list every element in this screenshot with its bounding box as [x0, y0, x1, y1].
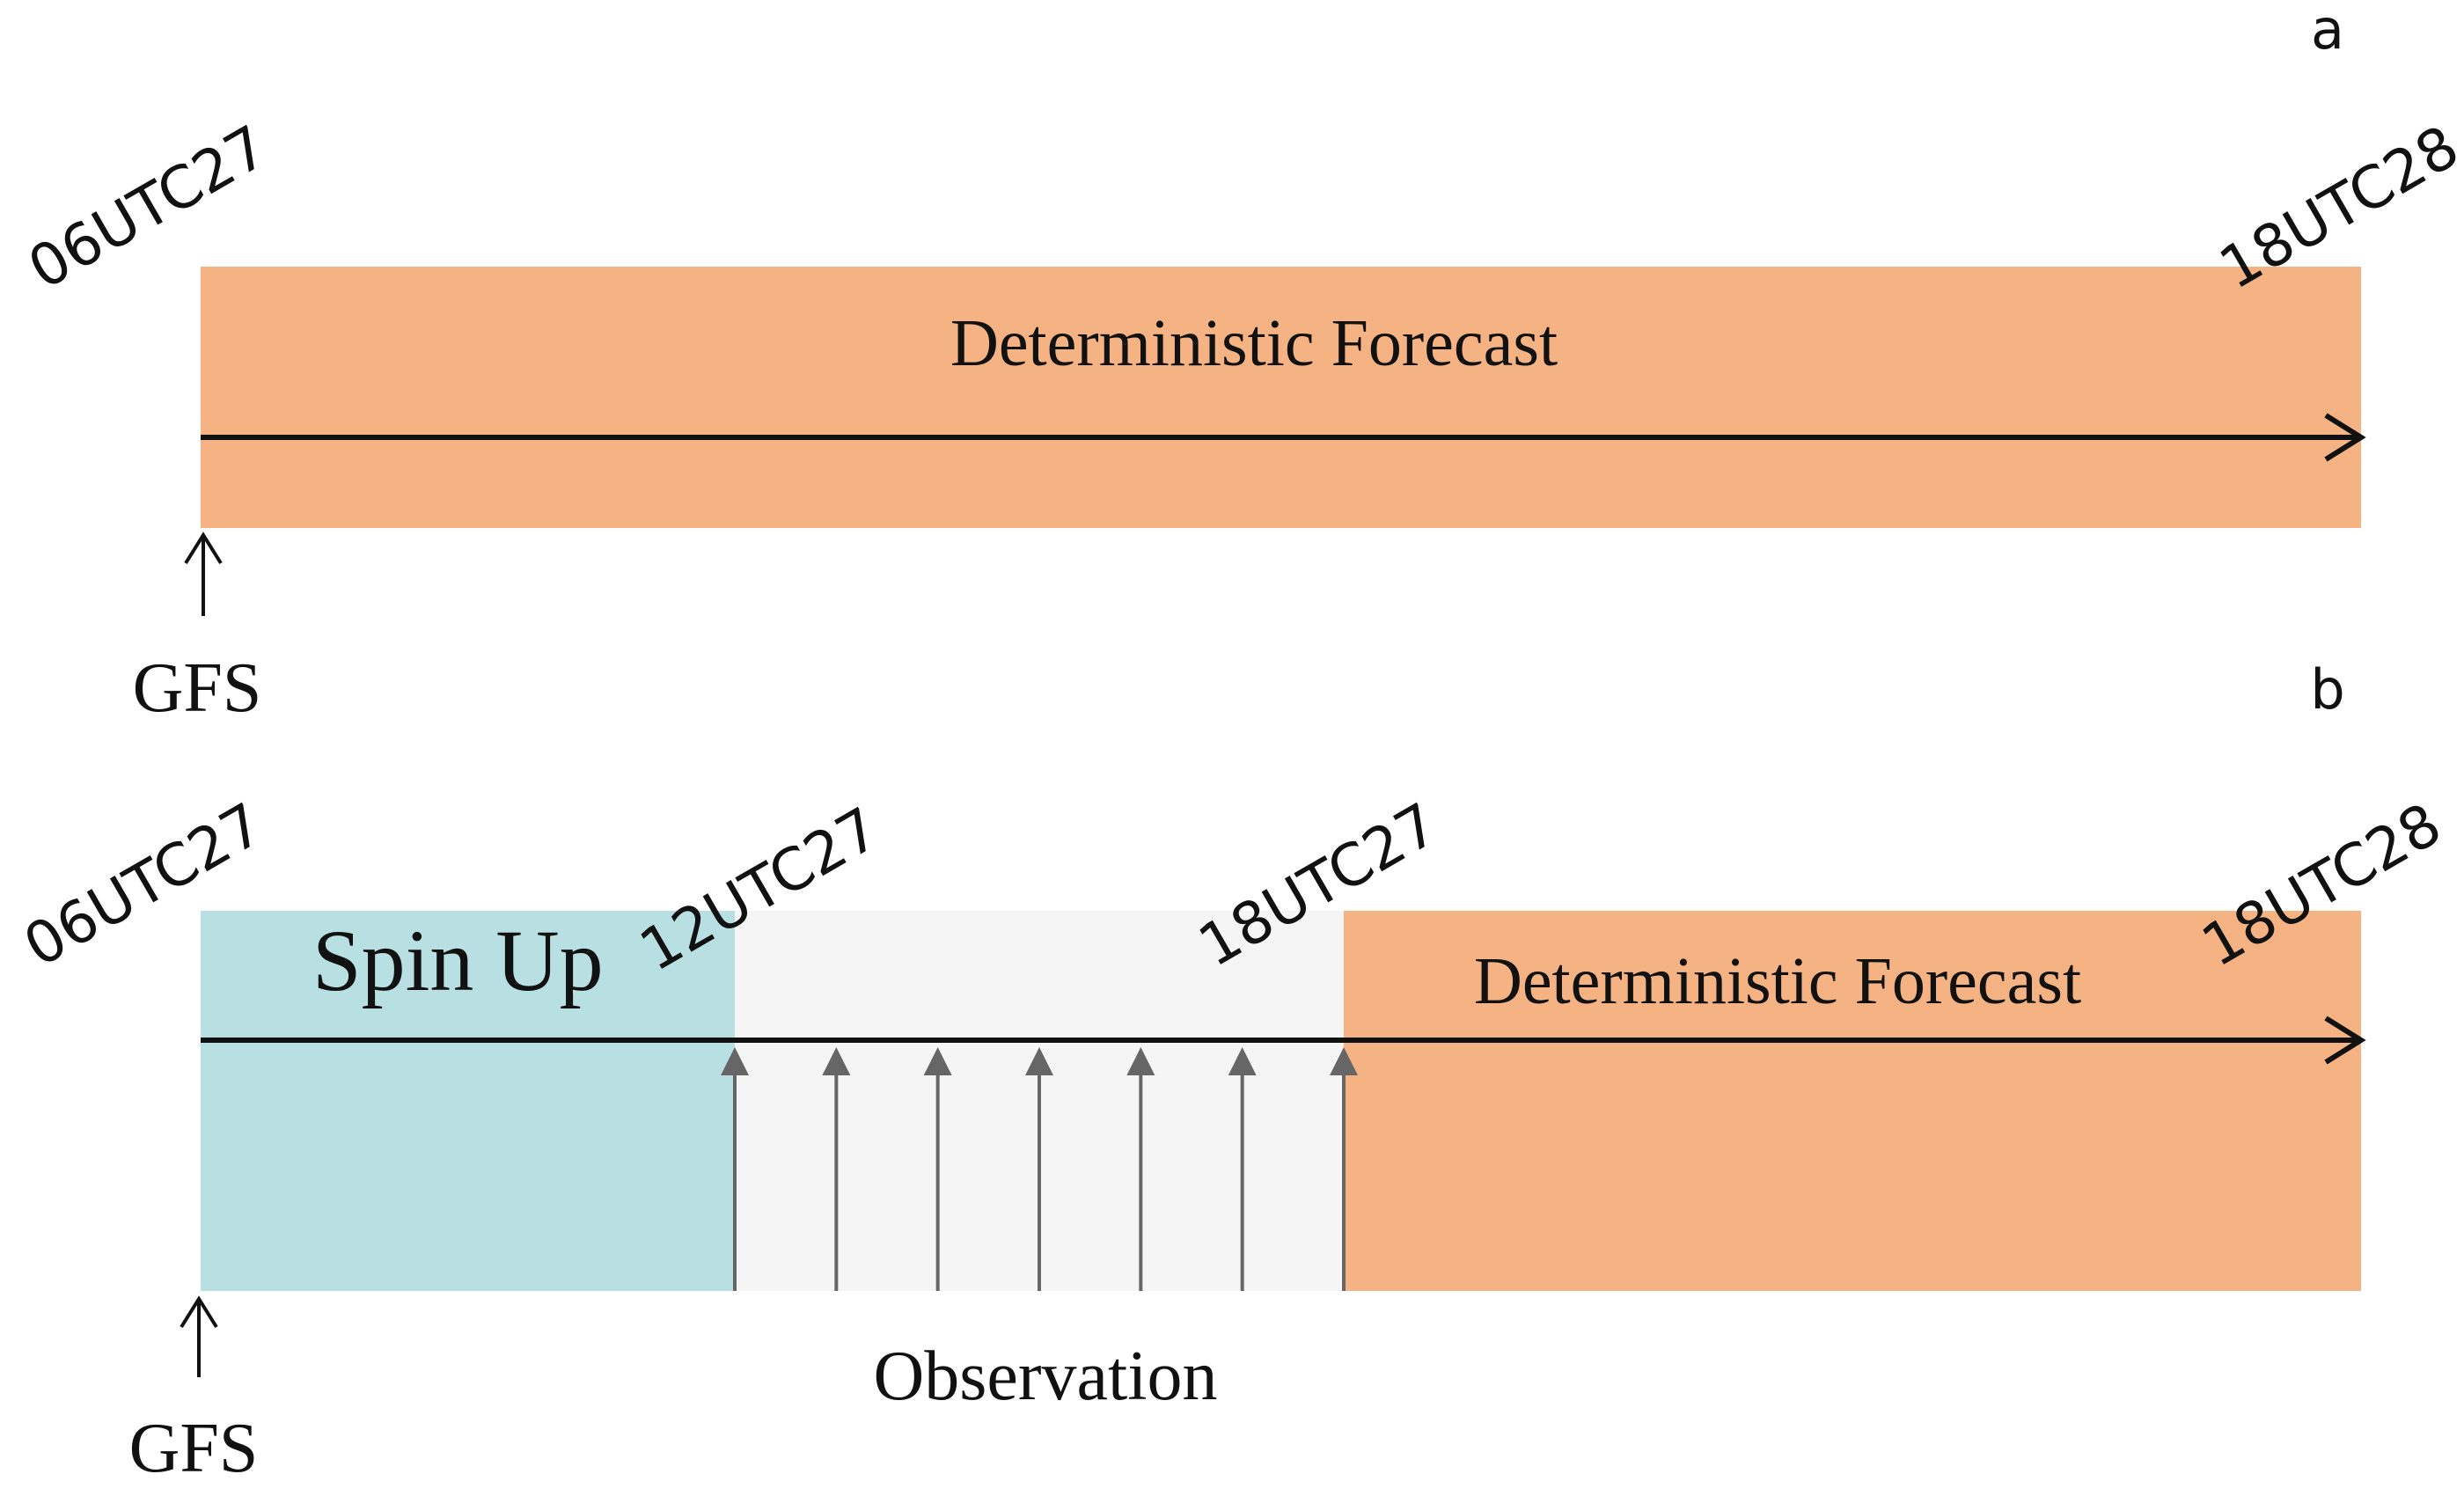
observation-arrow [721, 1047, 749, 1291]
time-axis-arrow [201, 413, 2366, 462]
panel-a-letter: a [2311, 0, 2344, 62]
time-axis-arrow [201, 1016, 2366, 1065]
observation-label: Observation [873, 1338, 1217, 1415]
observation-arrow [1330, 1047, 1358, 1291]
forecast-box [201, 267, 2361, 528]
panel-b: b Spin Up Deterministic Forecast 06UTC27… [13, 657, 2453, 1487]
observation-arrow [1228, 1047, 1257, 1291]
observation-arrow [1025, 1047, 1053, 1291]
gfs-label: GFS [133, 649, 262, 727]
gfs-label: GFS [129, 1410, 259, 1487]
gfs-input-arrow [180, 1295, 218, 1377]
forecast-box [1344, 911, 2361, 1291]
panel-b-letter: b [2310, 657, 2344, 722]
forecast-label: Deterministic Forecast [950, 306, 1558, 380]
observation-arrows [721, 1047, 1358, 1291]
gfs-input-arrow [184, 532, 223, 616]
panel-a: a Deterministic Forecast 06UTC27 18UTC28… [18, 0, 2464, 727]
spinup-label: Spin Up [312, 912, 604, 1009]
observation-arrow [923, 1047, 952, 1291]
observation-arrow [1126, 1047, 1155, 1291]
forecast-label: Deterministic Forecast [1474, 944, 2081, 1018]
observation-arrow [822, 1047, 851, 1291]
spinup-box [201, 911, 735, 1291]
